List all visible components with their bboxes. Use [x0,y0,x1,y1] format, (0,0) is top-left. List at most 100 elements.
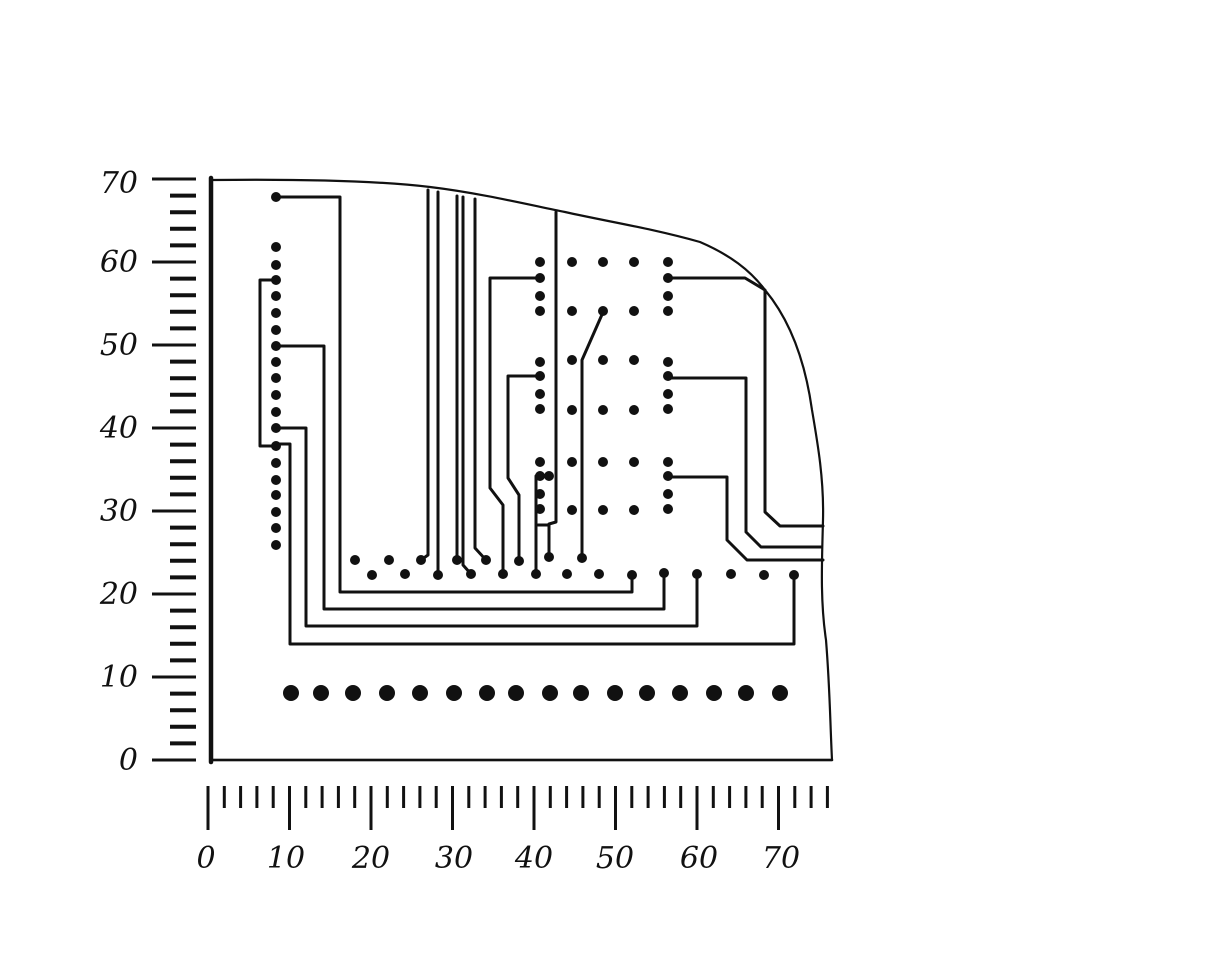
pad [271,308,281,318]
y-label-10: 10 [100,660,138,695]
pad [531,569,541,579]
pad [271,458,281,468]
y-label-70: 70 [100,166,138,201]
trace [473,197,488,562]
trace [461,195,473,576]
pad [535,306,545,316]
pad [542,685,558,701]
pad [544,552,554,562]
pad [672,685,688,701]
pad [598,257,608,267]
pad [271,490,281,500]
pad [271,373,281,383]
pad [412,685,428,701]
pad [271,441,281,451]
y-axis-ruler [152,177,196,762]
pad [663,357,673,367]
pad [577,553,587,563]
pad [573,685,589,701]
trace [274,442,796,646]
board-outline [209,178,834,762]
pad [271,291,281,301]
pad [567,405,577,415]
pad [627,570,637,580]
pad [271,423,281,433]
trace [419,188,430,562]
pad [772,685,788,701]
pad [514,556,524,566]
trace [547,210,558,526]
pad [535,371,545,381]
pad [639,685,655,701]
pad [629,355,639,365]
pad [535,291,545,301]
pad [345,685,361,701]
pad [535,389,545,399]
pad [567,306,577,316]
pad [271,475,281,485]
y-label-40: 40 [99,411,138,446]
component-pads [271,192,799,701]
pad [706,685,722,701]
pad [567,257,577,267]
pad [567,505,577,515]
pad [562,569,572,579]
pad [283,685,299,701]
trace [276,195,634,594]
pad [629,306,639,316]
x-label-50: 50 [596,841,634,876]
pad [663,291,673,301]
pad [738,685,754,701]
pad [663,504,673,514]
pad [659,568,669,578]
traces [258,188,825,646]
pad [535,471,545,481]
pad [535,273,545,283]
y-label-30: 30 [100,494,138,529]
y-axis-labels: 0 10 20 30 40 50 60 70 [99,166,138,778]
pad [271,325,281,335]
x-label-30: 30 [435,841,473,876]
pad [789,570,799,580]
pad [446,685,462,701]
pad [367,570,377,580]
trace [666,376,823,549]
pad [663,457,673,467]
pad [271,540,281,550]
pad [379,685,395,701]
trace [258,278,277,448]
pad [663,489,673,499]
pad [498,569,508,579]
x-label-20: 20 [351,841,390,876]
trace [506,374,542,563]
pad [759,570,769,580]
x-axis-labels: 0 10 20 30 40 50 60 70 [196,841,800,876]
pad [663,389,673,399]
trace [488,276,542,576]
pad [567,457,577,467]
pad [663,306,673,316]
trace [276,344,666,611]
pad [607,685,623,701]
pad [598,306,608,316]
pad [271,507,281,517]
pad [271,275,281,285]
pad [452,555,462,565]
x-label-60: 60 [680,841,718,876]
pad [271,407,281,417]
pad [629,405,639,415]
pad [271,357,281,367]
x-axis-ruler [206,786,829,830]
y-label-50: 50 [100,328,138,363]
pad [629,257,639,267]
pad [271,242,281,252]
pad [535,489,545,499]
pad [535,504,545,514]
x-label-0: 0 [196,841,215,876]
pad [416,555,426,565]
pad [535,404,545,414]
pad [598,505,608,515]
y-label-0: 0 [119,743,138,778]
trace [666,276,825,528]
